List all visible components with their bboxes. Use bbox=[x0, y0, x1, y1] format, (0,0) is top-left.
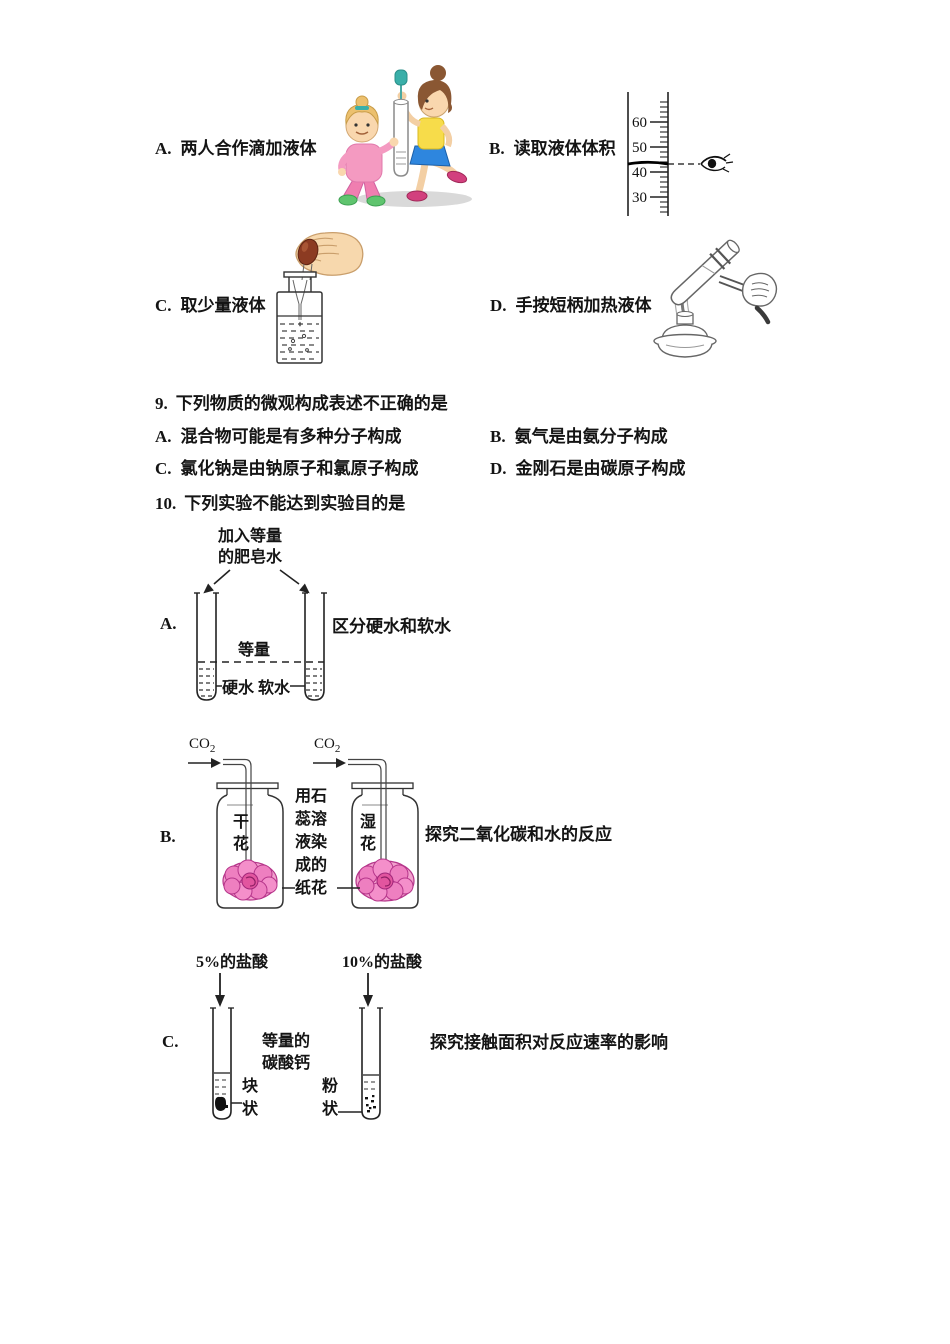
liquid-dashes bbox=[280, 323, 319, 360]
tick-60: 60 bbox=[632, 115, 647, 131]
exp-b-right-bottle-label: 湿花 bbox=[360, 814, 377, 853]
exp-a-top-note: 加入等量 的肥皂水 bbox=[217, 528, 282, 566]
children-dripping-illustration bbox=[338, 65, 472, 207]
acid-tubes-figure bbox=[210, 973, 383, 1120]
exp-b-gas-label-left: CO2 bbox=[189, 736, 216, 755]
option-8c-label: C. bbox=[155, 296, 172, 315]
paper-flower bbox=[222, 859, 278, 901]
exp-c-right-note: 10%的盐酸 bbox=[342, 954, 423, 971]
option-9a-label: A. bbox=[155, 427, 172, 446]
exp-c-purpose: 探究接触面积对反应速率的影响 bbox=[430, 1033, 668, 1052]
girl-left bbox=[338, 95, 399, 207]
option-9c: C. 氯化钠是由钠原子和氯原子构成 bbox=[155, 458, 419, 479]
liquid-dashes bbox=[199, 668, 322, 697]
question-9-stem: 9. 下列物质的微观构成表述不正确的是 bbox=[155, 393, 448, 414]
exp-a-left-tube-label: 硬水 bbox=[222, 680, 255, 697]
heating-test-tube-figure bbox=[653, 239, 778, 358]
liquid-meniscus bbox=[627, 160, 669, 166]
arrow-right bbox=[299, 583, 310, 594]
option-9b-label: B. bbox=[490, 427, 506, 446]
girl-right bbox=[397, 65, 468, 202]
option-8a: A. 两人合作滴加液体 bbox=[155, 138, 317, 159]
exp-a-purpose: 区分硬水和软水 bbox=[332, 617, 451, 636]
exp-a-label: A. bbox=[160, 614, 177, 633]
observer-eye-icon bbox=[700, 153, 734, 173]
option-8c-text: 取少量液体 bbox=[180, 296, 266, 315]
left-test-tube bbox=[194, 592, 219, 701]
option-8b-label: B. bbox=[489, 139, 505, 158]
exp-b-purpose: 探究二氧化碳和水的反应 bbox=[425, 825, 612, 844]
tick-40: 40 bbox=[632, 165, 647, 181]
exp-c-left-tube-label: 块状 bbox=[242, 1078, 259, 1118]
option-8b-text: 读取液体体积 bbox=[513, 139, 616, 158]
right-test-tube bbox=[359, 1007, 383, 1120]
option-8d: D. 手按短柄加热液体 bbox=[490, 295, 652, 316]
co2-flower-figure bbox=[188, 758, 419, 909]
question-9-number: 9. bbox=[155, 394, 168, 413]
exp-b-middle-note: 用石蕊溶液染成的纸花 bbox=[295, 788, 328, 897]
paper-flower bbox=[355, 858, 415, 902]
option-8c: C. 取少量液体 bbox=[155, 295, 266, 316]
question-9-text: 下列物质的微观构成表述不正确的是 bbox=[175, 394, 448, 413]
option-8d-text: 手按短柄加热液体 bbox=[515, 296, 652, 315]
bottle bbox=[276, 271, 323, 364]
exp-c-right-tube-label: 粉状 bbox=[322, 1078, 339, 1118]
dropper-bottle-figure bbox=[276, 232, 364, 364]
right-test-tube bbox=[302, 592, 327, 701]
tube-holder-and-hand bbox=[718, 272, 778, 325]
right-bottle bbox=[348, 758, 419, 909]
arrow-left bbox=[203, 583, 214, 594]
left-test-tube bbox=[210, 1007, 234, 1120]
exp-a-right-tube-label: 软水 bbox=[258, 680, 291, 697]
option-9b-text: 氨气是由氨分子构成 bbox=[514, 427, 668, 446]
question-10-stem: 10. 下列实验不能达到实验目的是 bbox=[155, 493, 405, 514]
test-tube-with-dropper bbox=[393, 69, 409, 177]
option-9b: B. 氨气是由氨分子构成 bbox=[490, 426, 668, 447]
minor-ticks bbox=[660, 101, 668, 213]
option-9d: D. 金刚石是由碳原子构成 bbox=[490, 458, 686, 479]
option-9d-label: D. bbox=[490, 459, 507, 478]
exp-b-label: B. bbox=[160, 827, 176, 846]
option-9c-label: C. bbox=[155, 459, 172, 478]
option-9a-text: 混合物可能是有多种分子构成 bbox=[180, 427, 402, 446]
exp-c-left-note: 5%的盐酸 bbox=[196, 954, 269, 971]
option-8a-label: A. bbox=[155, 139, 172, 158]
question-10-number: 10. bbox=[155, 494, 177, 513]
major-ticks bbox=[650, 121, 668, 198]
option-8a-text: 两人合作滴加液体 bbox=[180, 139, 317, 158]
tick-30: 30 bbox=[632, 190, 647, 206]
exp-c-label: C. bbox=[162, 1032, 179, 1051]
exp-b-gas-label-right: CO2 bbox=[314, 736, 341, 755]
hand bbox=[741, 272, 778, 307]
left-bottle bbox=[216, 758, 284, 909]
carbonate-powder bbox=[365, 1095, 376, 1113]
option-9c-text: 氯化钠是由钠原子和氯原子构成 bbox=[180, 459, 419, 478]
exp-a-equal-note: 等量 bbox=[238, 642, 271, 659]
graduated-cylinder-figure: 60 50 40 30 bbox=[627, 92, 734, 216]
option-8d-label: D. bbox=[490, 296, 507, 315]
hard-soft-water-figure bbox=[194, 569, 327, 701]
option-8b: B. 读取液体体积 bbox=[489, 138, 616, 159]
alcohol-lamp bbox=[653, 295, 717, 358]
holder-handle-end bbox=[754, 305, 771, 325]
carbonate-lump bbox=[215, 1096, 227, 1111]
question-10-text: 下列实验不能达到实验目的是 bbox=[184, 494, 406, 513]
tick-labels: 60 50 40 30 bbox=[632, 115, 647, 206]
option-9a: A. 混合物可能是有多种分子构成 bbox=[155, 426, 402, 447]
exp-c-middle-note: 等量的 碳酸钙 bbox=[262, 1033, 311, 1072]
tick-50: 50 bbox=[632, 140, 647, 156]
exp-b-left-bottle-label: 干花 bbox=[233, 814, 250, 853]
option-9d-text: 金刚石是由碳原子构成 bbox=[515, 459, 686, 478]
tilted-test-tube bbox=[670, 239, 740, 306]
